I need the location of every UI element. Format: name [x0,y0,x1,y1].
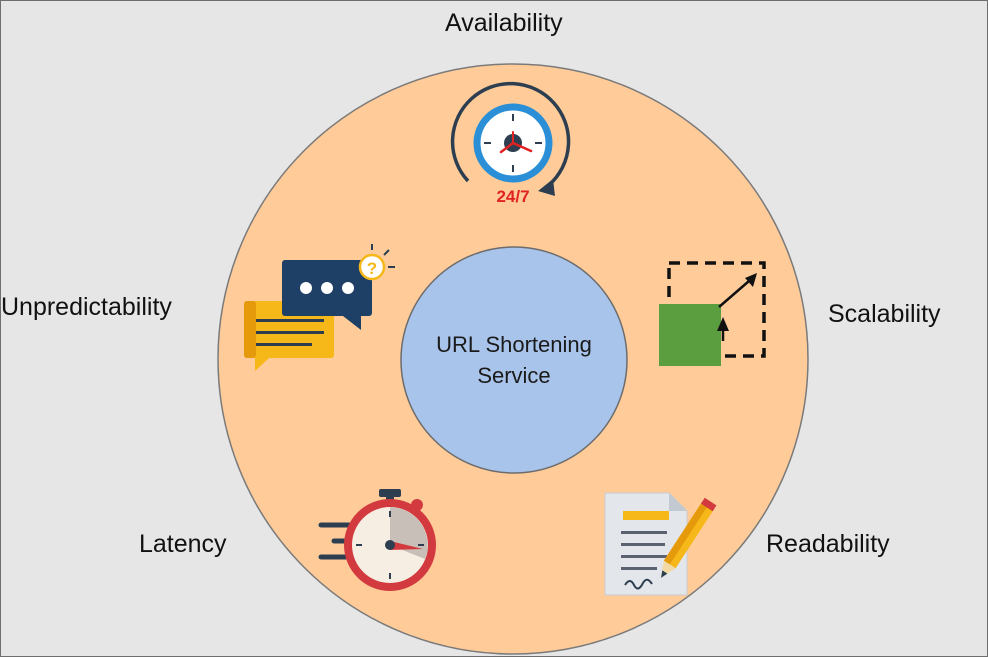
label-scalability: Scalability [828,300,941,328]
label-latency: Latency [139,530,227,558]
stopwatch-icon [318,489,436,591]
svg-text:?: ? [367,259,377,278]
availability-badge-text: 24/7 [496,187,529,206]
label-unpredictability: Unpredictability [1,293,172,321]
label-availability: Availability [445,9,563,37]
inner-circle [400,246,628,474]
scale-up-icon [659,261,766,366]
center-label: URL Shortening Service [401,329,627,391]
document-pen-icon [604,492,717,596]
chat-bubbles-question-icon: ? [244,244,395,371]
clock-24-7-icon: 24/7 [450,81,571,206]
center-label-line1: URL Shortening [436,332,592,357]
center-label-line2: Service [477,363,551,388]
label-readability: Readability [766,530,890,558]
